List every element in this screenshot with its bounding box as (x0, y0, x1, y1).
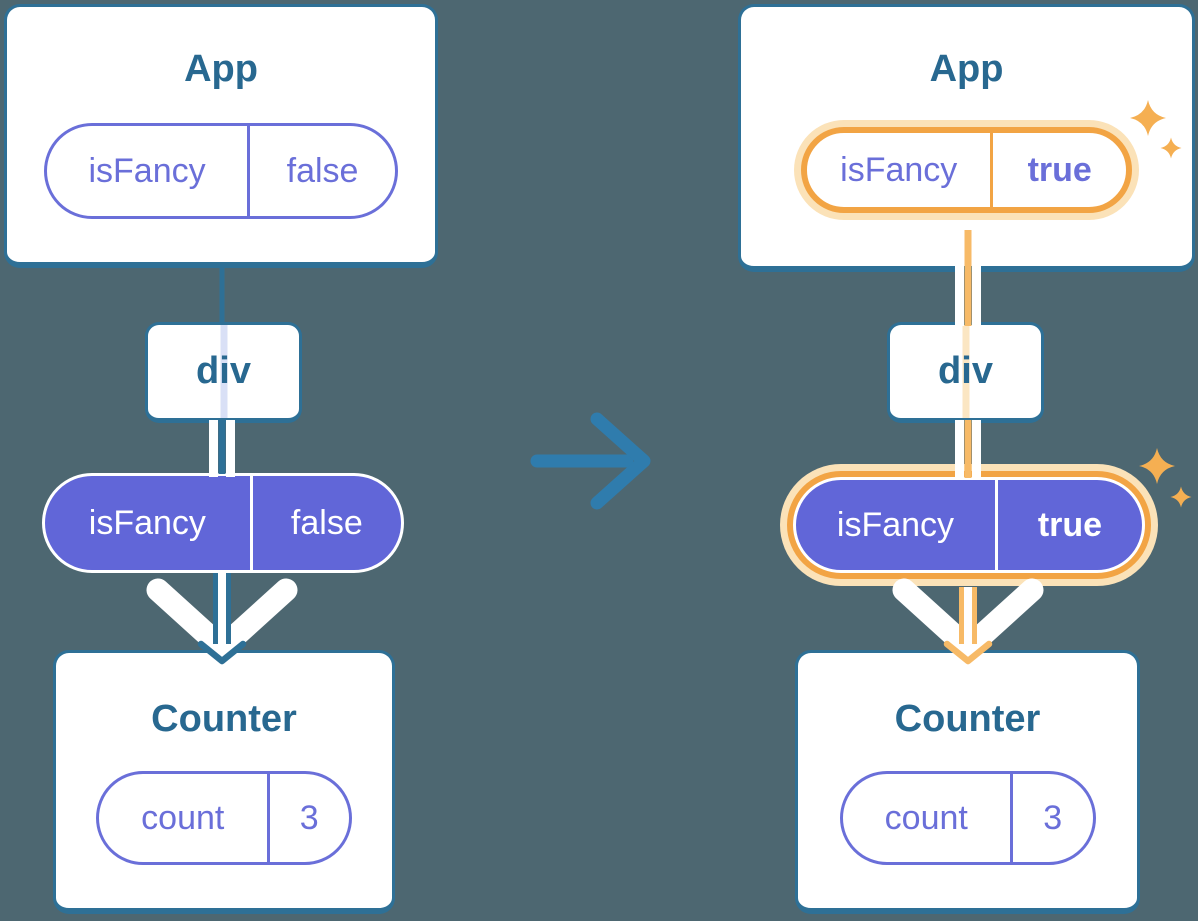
left-app-title: App (184, 48, 258, 90)
left-div-box: div (145, 322, 302, 423)
sparkle-icon-small (1170, 486, 1192, 508)
left-counter-state-pill: count 3 (96, 771, 352, 865)
right-app-title: App (929, 48, 1004, 90)
right-counter-state-pill: count 3 (839, 771, 1096, 865)
prop-flow-stripe (220, 325, 227, 418)
left-app-prop-pill: isFancy false (44, 123, 398, 219)
right-counter-card: Counter count 3 (795, 650, 1140, 914)
prop-name: isFancy (88, 151, 206, 190)
sparkle-icon-large (1139, 448, 1175, 484)
left-div-label: div (196, 350, 251, 392)
prop-name: isFancy (836, 505, 955, 544)
right-pipe-div-pill (955, 420, 981, 479)
state-name: count (884, 798, 968, 837)
right-prop-pill-highlighted: isFancy true (793, 477, 1145, 573)
state-name: count (141, 798, 225, 837)
state-value: 3 (266, 774, 350, 862)
prop-value: false (247, 126, 395, 216)
right-div-label: div (938, 350, 993, 392)
left-app-card: App isFancy false (4, 4, 438, 268)
prop-value: true (994, 480, 1142, 570)
right-counter-title: Counter (894, 698, 1041, 740)
state-value: 3 (1010, 774, 1093, 862)
right-div-box: div (887, 322, 1044, 423)
left-counter-title: Counter (151, 698, 297, 740)
prop-name: isFancy (840, 150, 958, 189)
right-app-prop-pill-highlighted: isFancy true (801, 127, 1132, 213)
prop-name: isFancy (88, 503, 206, 542)
left-arrow-pill-counter (146, 573, 298, 665)
right-app-card: App isFancy true (738, 4, 1195, 272)
white-chevron-icon (146, 578, 298, 660)
white-chevron-icon (892, 578, 1044, 660)
transition-arrow-icon (530, 412, 651, 510)
prop-flow-stripe (962, 325, 969, 418)
prop-value: true (990, 133, 1126, 207)
left-prop-pill: isFancy false (42, 473, 404, 573)
left-counter-card: Counter count 3 (53, 650, 395, 914)
sparkles-prop-pill (1139, 448, 1192, 508)
prop-value: false (249, 476, 401, 570)
left-pipe-div-pill (209, 420, 235, 477)
